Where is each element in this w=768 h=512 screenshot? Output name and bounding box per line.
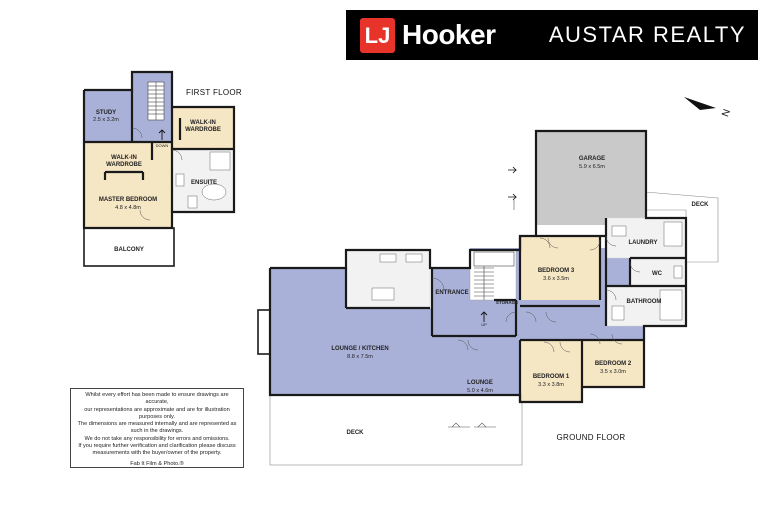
bedroom-1-dims: 3.3 x 3.8m [538,382,564,388]
wc-label: WC [652,271,663,277]
disclaimer-line: The dimensions are measured internally a… [77,421,237,428]
agency-name: AUSTAR REALTY [548,22,746,47]
lounge-kitchen-label: LOUNGE / KITCHEN [331,346,388,352]
bedroom-3-dims: 3.6 x 3.5m [543,276,569,282]
disclaimer-line: We do not take any responsibility for er… [84,435,230,442]
disclaimer-line: our representations are approximate and … [84,406,230,413]
wardrobe-rails [103,118,182,180]
stair-well [469,249,517,301]
sliding-doors [448,200,515,428]
lounge-kitchen-dims: 8.8 x 7.5m [347,354,373,360]
disclaimer-box: Whilst every effort has been made to ens… [70,388,244,468]
ground-floor-doors [431,235,641,353]
first-floor-label: FIRST FLOOR [186,88,242,97]
garage-entry-arrows [508,166,517,201]
bedroom-2-label: BEDROOM 2 [595,361,632,367]
bathroom-label: BATHROOM [627,299,662,305]
stair-up-label: UP [481,322,487,327]
disclaimer-line: Whilst every effort has been made to ens… [85,392,229,406]
study-label: STUDY [96,110,116,116]
garage-dims: 5.9 x 6.5m [579,164,605,170]
lj-hooker-logo-word: Hooker [402,19,496,50]
walkin-wardrobe-room [172,107,234,149]
master-bedroom-room [84,142,172,228]
bedroom-3-label: BEDROOM 3 [538,268,575,274]
garage-room [536,131,646,225]
bedroom-2-dims: 3.5 x 3.0m [600,369,626,375]
lounge-dims: 5.0 x 4.6m [467,388,493,394]
kitchen-fixtures [371,253,423,301]
study-dims: 2.5 x 3.2m [93,117,119,123]
master-bedroom-label: MASTER BEDROOM [99,197,157,203]
balcony-outline [83,227,175,267]
first-floor-plan: FIRST FLOOR STUDY 2.5 x 3.2m WALK-IN WAR… [82,70,242,267]
entrance-label: ENTRANCE [435,290,468,296]
bedroom-2-room [582,332,644,387]
deck-bottom-area [269,394,523,466]
north-arrow-icon [684,97,716,110]
bedroom-3-room [520,236,600,306]
walkin-wardrobe-label-2: WARDROBE [185,127,221,133]
disclaimer-line: If you require further verification and … [78,443,236,450]
north-letter: N [720,108,733,119]
first-floor-doors [131,127,183,221]
stair-down-arrow-icon [158,129,166,140]
walkin-wardrobe-2-label-1: WALK-IN [111,155,137,161]
garage-label: GARAGE [579,156,605,162]
deck-bottom-label: DECK [346,430,364,436]
first-floor-stairs [147,81,165,121]
fireplace [257,309,271,355]
balcony-area [84,228,174,266]
disclaimer-line: such in the drawings. [130,428,184,435]
laundry-label: LAUNDRY [628,240,657,246]
lounge-label: LOUNGE [467,380,493,386]
master-bedroom-dims: 4.8 x 4.8m [115,205,141,211]
ground-floor-label: GROUND FLOOR [557,433,626,442]
ensuite-label: ENSUITE [191,180,217,186]
walkin-wardrobe-2-label-2: WARDROBE [106,162,142,168]
disclaimer-line: purposes only. [139,413,175,420]
deck-right-label: DECK [691,202,709,208]
ground-floor-stairs [473,251,515,300]
walkin-wardrobe-label-1: WALK-IN [190,120,216,126]
bathroom-fixtures [611,221,683,321]
photographer-credit: Fab It Film & Photo.® [130,460,184,467]
agency-banner: LJ Hooker AUSTAR REALTY [346,10,758,60]
disclaimer-line: measurements with the buyer/owner of the… [92,450,222,457]
balcony-label: BALCONY [114,247,144,253]
stair-up-arrow-icon [480,311,488,322]
ensuite-fixtures [175,151,231,209]
compass: N [684,97,733,118]
study-room [84,90,134,142]
storage-label: STORAGE [496,300,518,305]
ground-floor-plan: GARAGE 5.9 x 6.5m DECK LAUNDRY WC BATHRO… [257,129,719,466]
bedroom-1-label: BEDROOM 1 [533,374,570,380]
stair-down-label: DOWN [156,143,169,148]
bedroom-1-room [520,340,582,402]
lj-hooker-logo-mark: LJ [360,18,395,53]
